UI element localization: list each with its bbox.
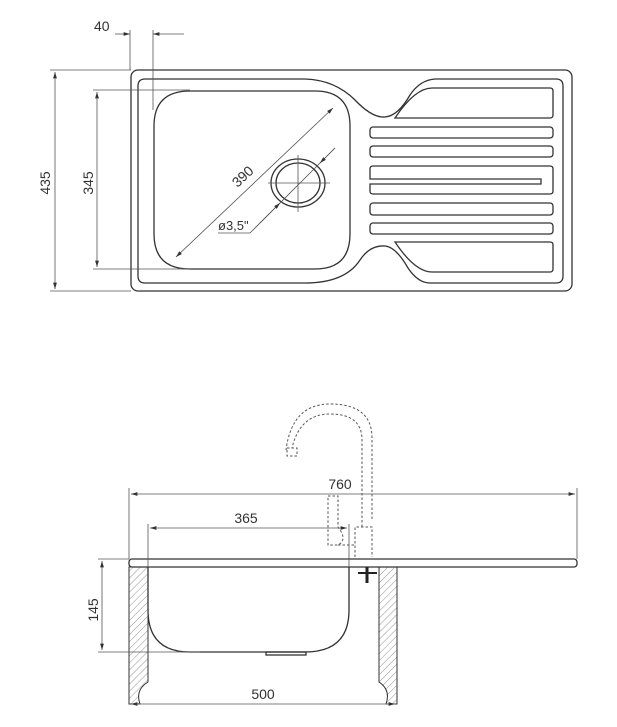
drain-outlet [265,651,307,656]
drainboard-grooves [369,87,554,273]
cabinet-wall-left [128,566,149,705]
dimension-label-145: 145 [85,598,101,622]
dimension-label-40: 40 [94,18,110,34]
dimension-label-365: 365 [234,510,258,526]
dimension-label-500: 500 [251,686,275,702]
dimension-label-435: 435 [37,171,53,195]
dimension-345: 345 [80,89,190,270]
faucet-mount [358,567,377,583]
sink-bowl-side [147,567,350,653]
sink-inner-rim [137,78,564,284]
dimension-145: 145 [85,558,200,653]
top-view: 435 345 40 390 ø3,5" [37,18,573,292]
dimension-500: 500 [131,686,395,706]
sink-outer-rim [130,69,573,292]
dimension-435: 435 [37,69,131,292]
cabinet-wall-right [378,566,398,705]
dimension-label-390: 390 [229,162,257,190]
sink-bowl [153,90,351,270]
dimension-label-drain: ø3,5" [218,218,249,233]
side-view: 760 365 145 500 [85,403,578,706]
dimension-label-345: 345 [80,171,96,195]
dimension-760: 760 [128,476,578,559]
dimension-label-760: 760 [328,476,352,492]
dimension-40: 40 [94,18,184,110]
dimension-drain: ø3,5" [218,147,336,234]
dimension-390: 390 [175,107,334,258]
countertop [128,558,578,568]
dimension-365: 365 [147,510,350,567]
